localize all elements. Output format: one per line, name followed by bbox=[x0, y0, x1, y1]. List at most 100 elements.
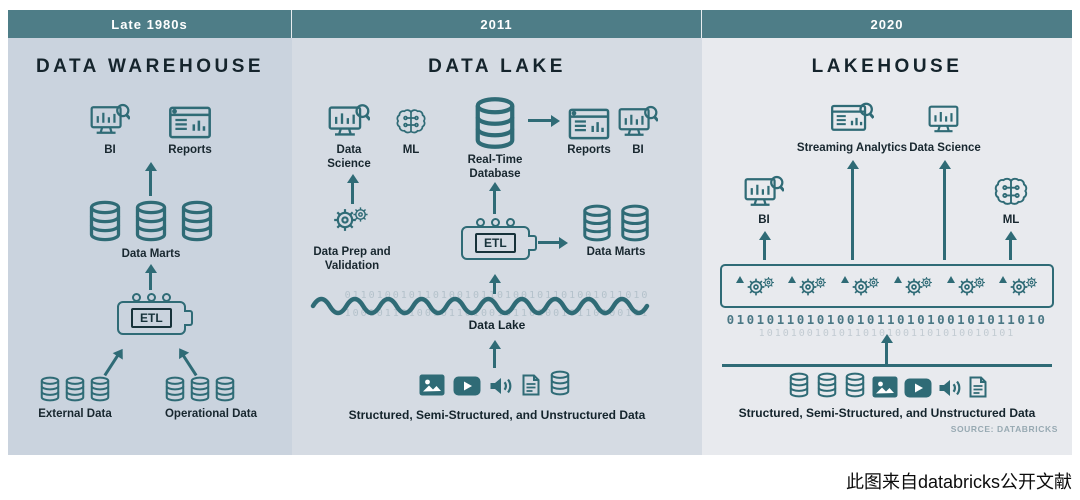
gears-icon bbox=[946, 275, 986, 297]
ml-label: ML bbox=[1002, 214, 1020, 226]
database-icon bbox=[64, 376, 86, 402]
gears-icon bbox=[841, 275, 880, 297]
bi-label: BI bbox=[104, 144, 116, 156]
data-marts-group bbox=[85, 200, 217, 242]
arrow-up-lake-to-etl bbox=[488, 274, 501, 294]
database-icon bbox=[549, 370, 571, 396]
document-icon bbox=[968, 376, 988, 398]
data-marts-group bbox=[580, 204, 652, 242]
database-icon bbox=[39, 376, 61, 402]
database-icon bbox=[85, 200, 125, 242]
data-marts-label: Data Marts bbox=[121, 248, 181, 260]
gears-icon bbox=[788, 275, 827, 297]
gear-icon bbox=[762, 276, 775, 289]
database-icon bbox=[189, 376, 211, 402]
arrow-up-prep-to-science bbox=[346, 174, 359, 204]
database-icon bbox=[164, 376, 186, 402]
ml-label: ML bbox=[402, 144, 420, 156]
database-icon bbox=[214, 376, 236, 402]
audio-icon bbox=[938, 378, 962, 398]
binary-row: 01010110101001011010100101011010 bbox=[726, 312, 1048, 327]
reports-icon bbox=[568, 108, 610, 140]
gears-icon bbox=[332, 206, 369, 233]
era-header-late-1980s: Late 1980s bbox=[8, 10, 292, 38]
lakehouse-processing-box bbox=[720, 264, 1054, 308]
gear-icon bbox=[814, 276, 827, 289]
arrow-up-box-to-streaming bbox=[846, 160, 859, 260]
gear-icon bbox=[1025, 276, 1038, 289]
arrow-up-sources-to-lake bbox=[488, 340, 501, 368]
reports-label: Reports bbox=[168, 144, 212, 156]
operational-data-label: Operational Data bbox=[164, 408, 258, 420]
arrow-up-etl-to-db bbox=[488, 182, 501, 214]
database-icon bbox=[844, 372, 866, 398]
reports-icon bbox=[168, 106, 212, 139]
data-lake-label: Data Lake bbox=[468, 318, 526, 332]
era-label: 2020 bbox=[870, 16, 904, 32]
binary-watermark: 01101001011010010110100101101001011010 bbox=[344, 290, 650, 301]
panel-data-lake: 2011 DATA LAKE Data Science ML Real-Time… bbox=[292, 10, 702, 455]
panel-data-warehouse: Late 1980s DATA WAREHOUSE BI Reports Dat… bbox=[8, 10, 292, 455]
video-icon bbox=[904, 378, 932, 398]
bi-label: BI bbox=[632, 144, 644, 156]
etl-output-nub bbox=[527, 235, 537, 251]
database-icon bbox=[788, 372, 810, 398]
etl-label: ETL bbox=[475, 233, 516, 253]
database-icon bbox=[89, 376, 111, 402]
data-science-icon bbox=[328, 102, 370, 140]
streaming-analytics-label: Streaming Analytics bbox=[796, 142, 908, 154]
panel-lakehouse: 2020 LAKEHOUSE Streaming Analytics Data … bbox=[702, 10, 1072, 455]
image-icon bbox=[872, 376, 898, 398]
data-marts-label: Data Marts bbox=[586, 246, 646, 258]
realtime-database-icon bbox=[472, 96, 518, 150]
bi-label: BI bbox=[758, 214, 770, 226]
arrow-up-box-to-bi bbox=[758, 231, 771, 260]
binary-watermark: 10101001010110101001101010010101 bbox=[758, 328, 1016, 339]
etl-label: ETL bbox=[131, 308, 172, 328]
bi-icon bbox=[744, 174, 784, 210]
audio-icon bbox=[489, 376, 513, 396]
arrow-up-sources-to-box bbox=[880, 334, 893, 364]
structured-data-label: Structured, Semi-Structured, and Unstruc… bbox=[348, 408, 646, 422]
sources-bracket-line bbox=[722, 364, 1052, 367]
etl-output-nub bbox=[183, 310, 193, 326]
arrow-up-box-to-science bbox=[938, 160, 951, 260]
gear-icon bbox=[867, 276, 880, 289]
image-icon bbox=[419, 374, 445, 396]
realtime-database-label: Real-Time Database bbox=[467, 154, 523, 180]
data-lake-wave bbox=[310, 296, 650, 316]
source-credit-label: SOURCE: DATABRICKS bbox=[950, 424, 1058, 434]
data-prep-label: Data Prep and Validation bbox=[313, 246, 391, 272]
bi-icon bbox=[618, 104, 658, 140]
database-icon bbox=[816, 372, 838, 398]
gears-icon bbox=[893, 275, 933, 297]
structured-data-label: Structured, Semi-Structured, and Unstruc… bbox=[738, 406, 1036, 420]
database-icon bbox=[580, 204, 614, 242]
database-icon bbox=[618, 204, 652, 242]
etl-machine-icon: ETL bbox=[461, 218, 537, 260]
gears-icon bbox=[735, 275, 775, 297]
external-data-label: External Data bbox=[38, 408, 112, 420]
source-types-group bbox=[419, 370, 571, 396]
era-label: 2011 bbox=[480, 16, 513, 32]
data-science-label: Data Science bbox=[909, 142, 981, 154]
arrow-up-box-to-ml bbox=[1004, 231, 1017, 260]
etl-machine-icon: ETL bbox=[117, 293, 193, 335]
operational-data-group bbox=[164, 376, 236, 402]
ml-brain-icon bbox=[394, 106, 428, 136]
gears-icon bbox=[999, 275, 1038, 297]
gear-icon bbox=[973, 276, 986, 289]
gear-icon bbox=[352, 206, 369, 223]
reports-label: Reports bbox=[567, 144, 611, 156]
external-data-group bbox=[39, 376, 111, 402]
arrow-right-etl-to-marts bbox=[538, 236, 568, 249]
gear-icon bbox=[920, 276, 933, 289]
arrow-up-etl-to-marts bbox=[144, 264, 157, 290]
database-icon bbox=[177, 200, 217, 242]
video-icon bbox=[453, 376, 481, 396]
document-icon bbox=[521, 374, 541, 396]
data-science-icon bbox=[928, 104, 960, 136]
binary-watermark: 10010110100101101001011010010110100101 bbox=[344, 308, 650, 319]
data-science-label: Data Science bbox=[327, 144, 371, 170]
database-icon bbox=[131, 200, 171, 242]
